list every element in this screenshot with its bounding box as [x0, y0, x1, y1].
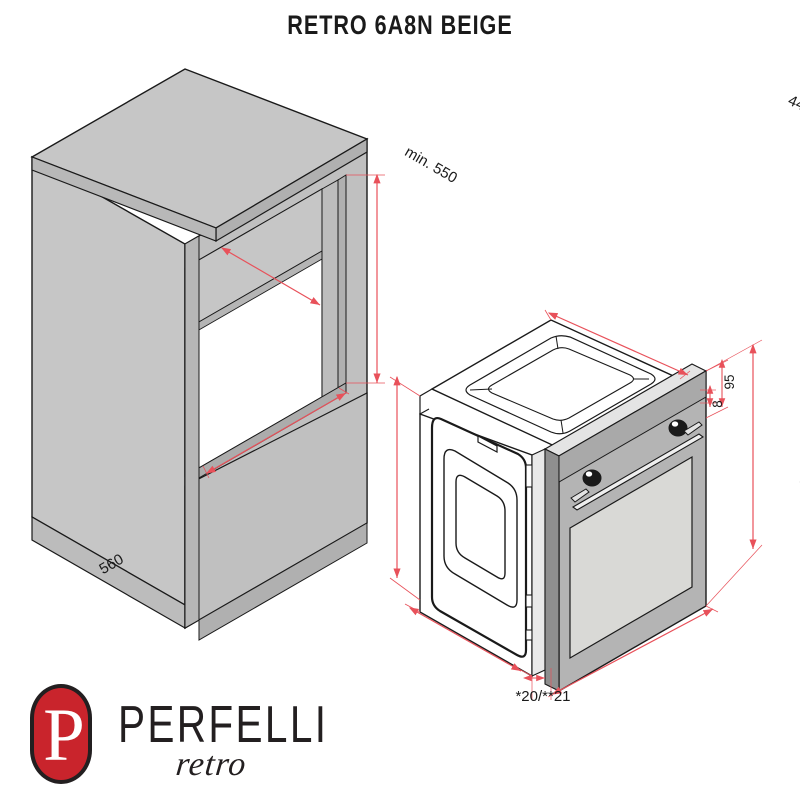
oven-knob-right[interactable] [668, 419, 688, 437]
oven-knob-left[interactable] [582, 469, 602, 487]
cabinet-niche-right-post [321, 179, 339, 398]
cabinet-niche-right-post-edge [337, 174, 347, 389]
oven-handle-standoff-left [570, 488, 590, 503]
dimension-label-444: 444 [785, 92, 800, 118]
brand-logo: P PERFELLI retro [30, 684, 330, 788]
oven-door-left-edge [544, 448, 560, 692]
page-title: RETRO 6A8N BEIGE [287, 10, 513, 40]
dimension-8: 8 [700, 384, 725, 408]
logo-mark-pill: P [30, 684, 92, 784]
dimension-577: 577 [389, 375, 421, 601]
dimension-595-height: 595 [705, 339, 763, 607]
dimension-label-8: 8 [710, 400, 725, 408]
dimension-600: 600 [346, 173, 385, 384]
dimension-95: 95 [705, 358, 737, 419]
dimension-label-95: 95 [722, 374, 737, 389]
logo-mark-letter: P [43, 693, 85, 777]
oven-hinge-lower [525, 594, 533, 608]
oven-cavity-outline-inner [455, 474, 506, 580]
oven-top-rib-1 [469, 388, 493, 391]
dimension-label-min550: min. 550 [402, 143, 460, 186]
dimension-label-door-protrusion: *20/**21 [515, 688, 570, 705]
logo-wordmark: PERFELLI [118, 696, 329, 754]
cabinet-worktop-left-edge [31, 156, 217, 242]
logo-submark: retro [174, 746, 249, 783]
oven-control-panel [558, 370, 707, 483]
dimension-label-547: 547 [796, 472, 800, 499]
oven-door-handle[interactable] [570, 421, 704, 511]
oven-body-depth-edge [531, 448, 546, 677]
cabinet-isometric-group: min. 550 600 560 [30, 68, 460, 641]
cabinet-front-stile [184, 235, 200, 629]
oven-rear-strut [419, 388, 433, 416]
oven-handle-standoff-right [683, 421, 703, 436]
dimension-595-width: 595 [547, 605, 719, 698]
oven-isometric-group: 444 577 547 595 [389, 92, 800, 705]
oven-hinge-foot [525, 629, 533, 641]
oven-side-latch [477, 435, 498, 453]
cabinet-plinth-front [198, 522, 368, 641]
oven-top-rib-4 [560, 419, 564, 434]
dimension-547: 547 [404, 472, 800, 677]
dimension-door-protrusion: *20/**21 [515, 668, 571, 705]
